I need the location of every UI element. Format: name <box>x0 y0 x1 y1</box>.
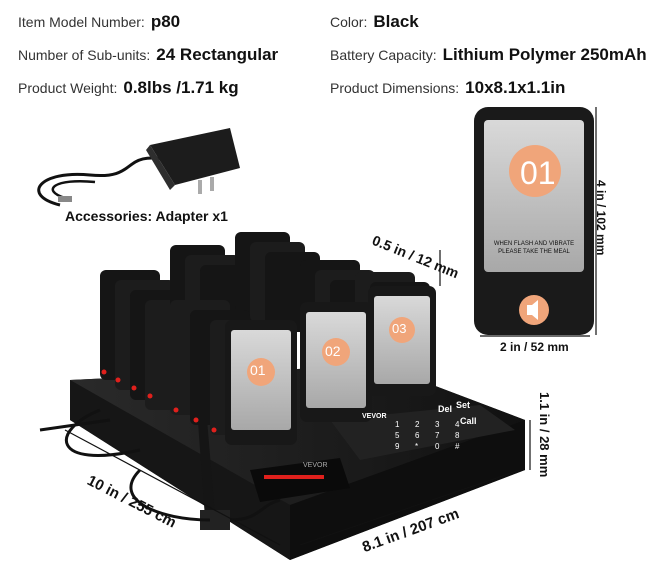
spec-battery: Battery Capacity: Lithium Polymer 250mAh <box>330 45 647 65</box>
front-pager-02 <box>300 302 372 422</box>
front-pager-02-number: 02 <box>325 343 341 359</box>
key-6[interactable]: 6 <box>415 431 420 440</box>
pager-number-badge <box>509 145 561 197</box>
display-brand: VEVOR <box>303 462 328 469</box>
accessories-caption: Accessories: Adapter x1 <box>65 208 228 224</box>
spec-model-label: Item Model Number: <box>18 14 145 30</box>
key-0[interactable]: 0 <box>435 442 440 451</box>
keypad: 1 2 3 4 5 6 7 8 9 * 0 # <box>395 420 475 451</box>
pager-number: 01 <box>520 155 556 191</box>
key-del[interactable]: Del <box>438 404 453 414</box>
front-pager-03 <box>368 286 436 396</box>
dimension-lines <box>64 107 597 546</box>
spec-weight-label: Product Weight: <box>18 80 118 96</box>
key-8[interactable]: 8 <box>455 431 460 440</box>
key-9[interactable]: 9 <box>395 442 400 451</box>
spec-model-value: p80 <box>150 12 181 31</box>
spec-dimensions-value: 10x8.1x1.1in <box>465 78 566 97</box>
spec-subunits-label: Number of Sub-units: <box>18 47 151 63</box>
spec-weight: Product Weight: 0.8lbs /1.71 kg <box>18 78 239 98</box>
front-pager-01-number: 01 <box>250 362 266 378</box>
key-star[interactable]: * <box>415 442 419 451</box>
spec-battery-label: Battery Capacity: <box>330 47 437 63</box>
spec-model: Item Model Number: p80 <box>18 12 180 32</box>
spec-subunits: Number of Sub-units: 24 Rectangular <box>18 45 278 65</box>
spec-battery-value: Lithium Polymer 250mAh <box>442 45 647 64</box>
base-brand: VEVOR <box>362 413 387 420</box>
key-2[interactable]: 2 <box>415 420 420 429</box>
key-hash[interactable]: # <box>455 442 460 451</box>
spec-color: Color: Black <box>330 12 419 32</box>
pager-width-dim: 2 in / 52 mm <box>500 340 569 354</box>
front-pager-03-number: 03 <box>392 321 407 336</box>
key-4[interactable]: 4 <box>455 420 460 429</box>
key-5[interactable]: 5 <box>395 431 400 440</box>
spec-dimensions: Product Dimensions: 10x8.1x1.1in <box>330 78 565 98</box>
adapter-image <box>37 128 240 207</box>
pager-notice-line2: PLEASE TAKE THE MEAL <box>498 249 570 255</box>
base-leds <box>101 369 324 479</box>
pager-closeup <box>474 107 594 335</box>
spec-dimensions-label: Product Dimensions: <box>330 80 460 96</box>
spec-weight-value: 0.8lbs /1.71 kg <box>123 78 239 97</box>
front-pager-01 <box>225 320 297 445</box>
spec-subunits-value: 24 Rectangular <box>156 45 279 64</box>
antenna <box>196 395 230 530</box>
spec-color-value: Black <box>373 12 419 31</box>
base-height-dim: 1.1 in / 28 mm <box>537 392 552 478</box>
pager-notice-line1: WHEN FLASH AND VIBRATE <box>493 241 575 247</box>
key-3[interactable]: 3 <box>435 420 440 429</box>
key-7[interactable]: 7 <box>435 431 440 440</box>
key-1[interactable]: 1 <box>395 420 400 429</box>
key-set[interactable]: Set <box>456 400 471 410</box>
pager-height-dim: 4 in / 102 mm <box>594 180 608 256</box>
spec-color-label: Color: <box>330 14 368 30</box>
pager-notice: WHEN FLASH AND VIBRATE PLEASE TAKE THE M… <box>486 240 582 256</box>
key-call[interactable]: Call <box>460 416 477 426</box>
